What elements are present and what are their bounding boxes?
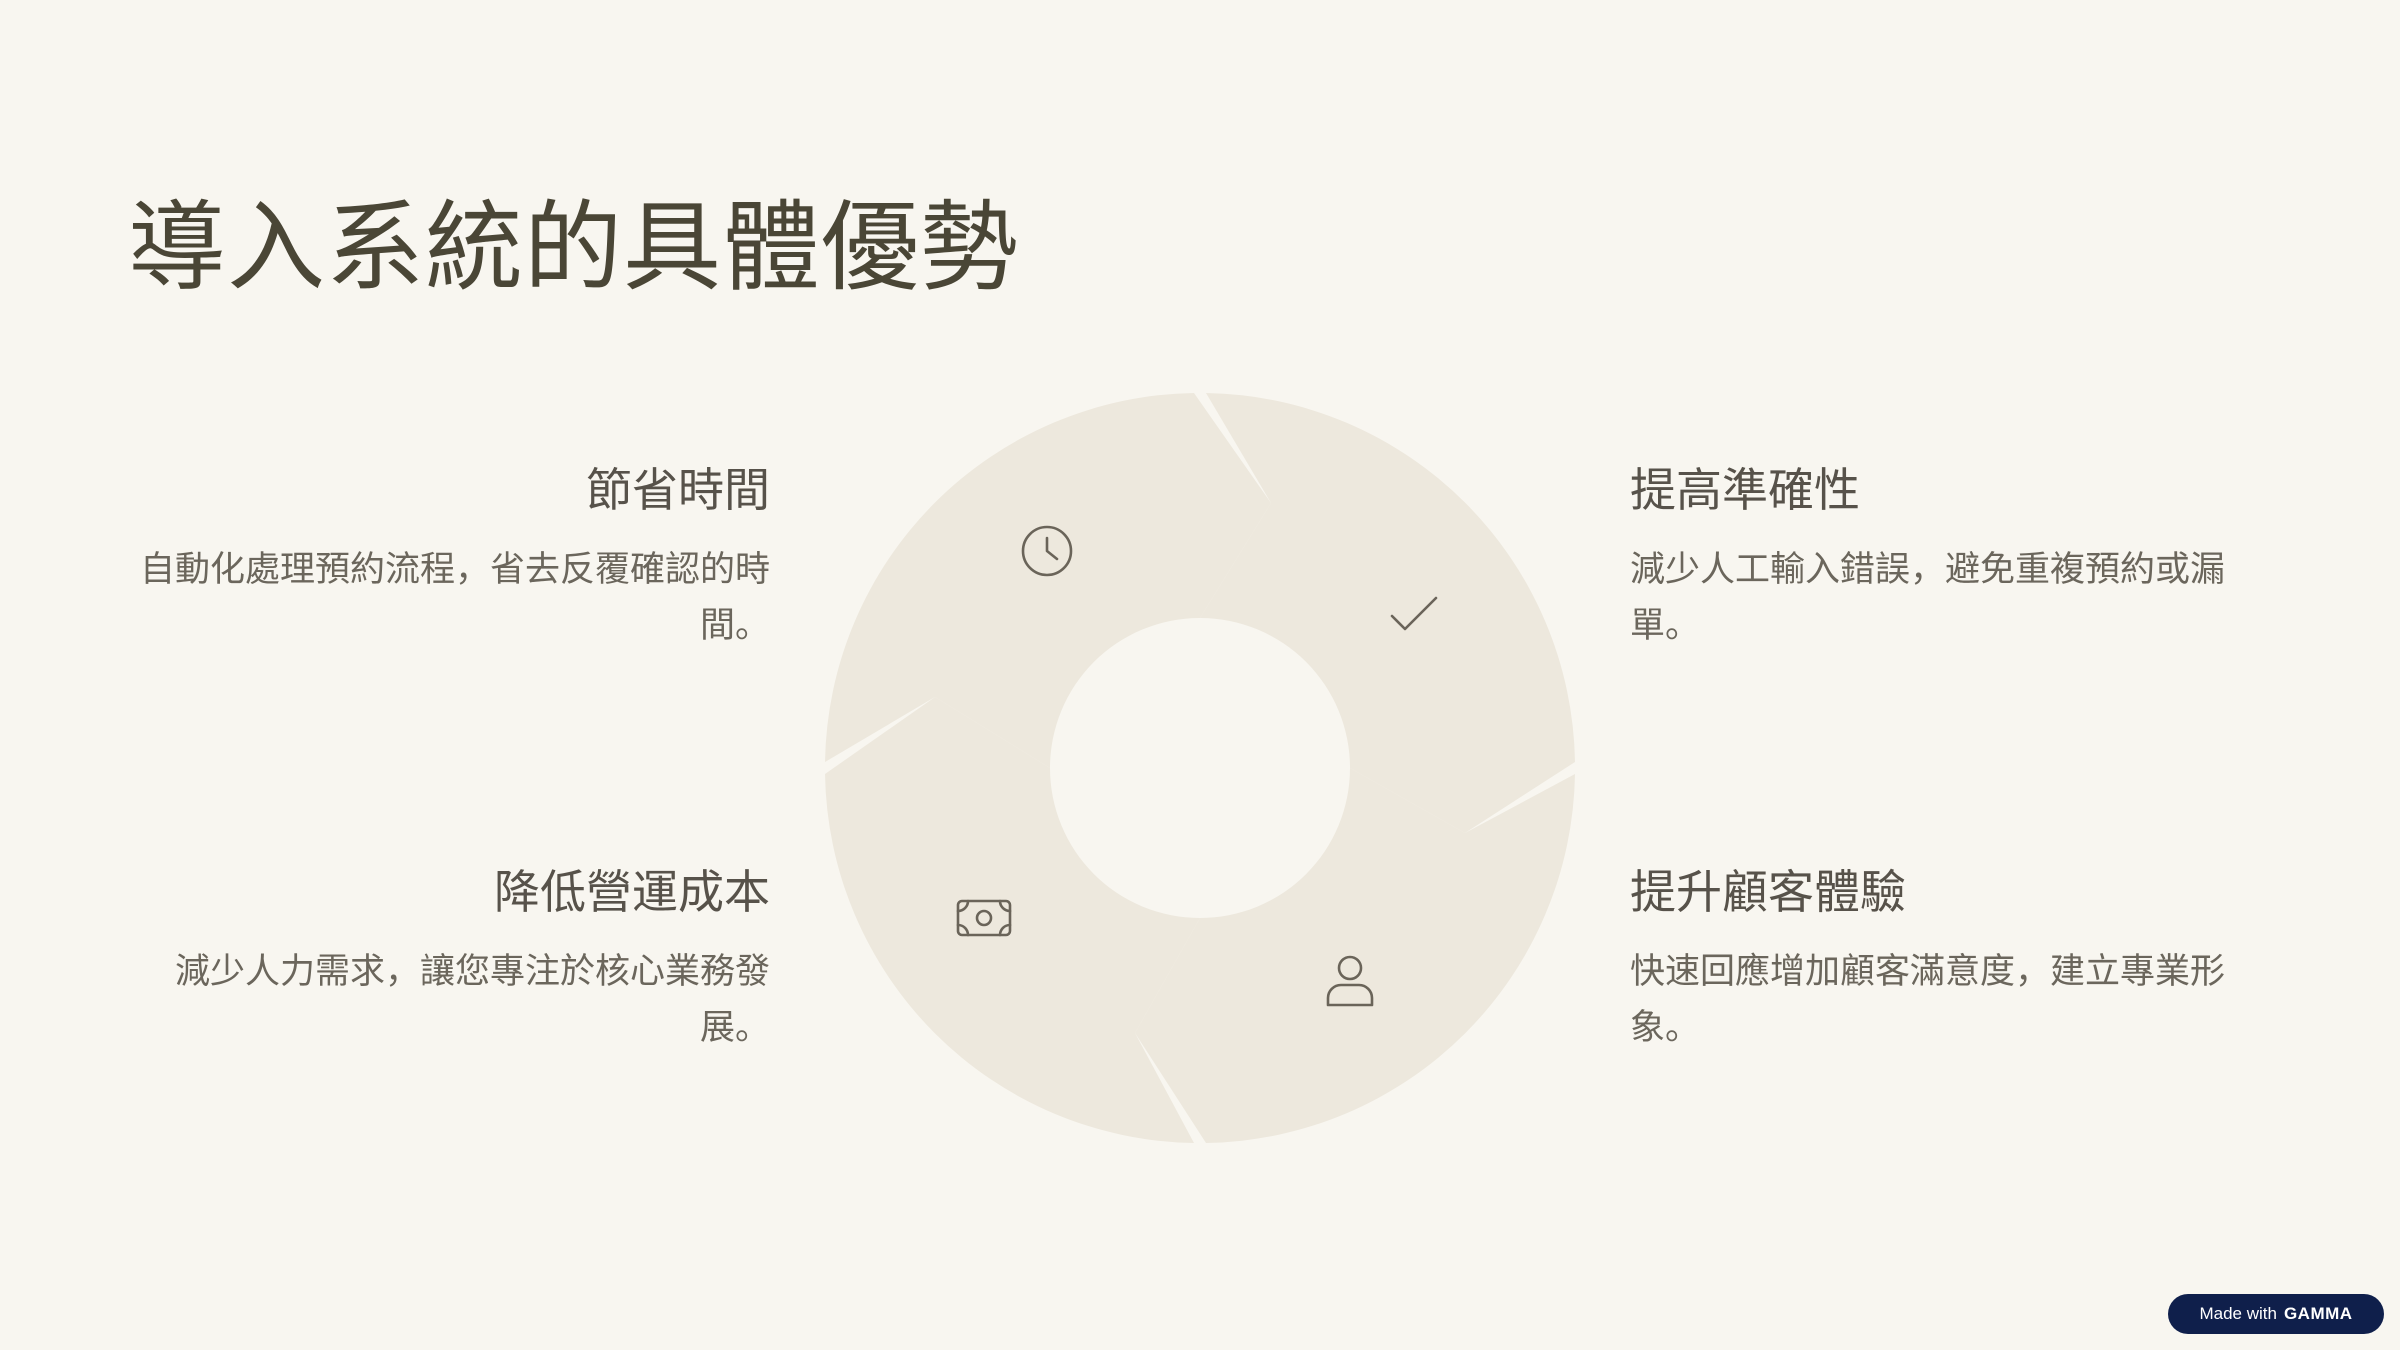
benefit-title: 提高準確性 [1630,463,1860,517]
checkmark-icon [1390,596,1438,631]
benefit-description: 快速回應增加顧客滿意度，建立專業形象。 [1630,951,2226,1048]
cycle-segment-top-right [1200,393,1575,833]
benefit-card-save-time: 節省時間 自動化處理預約流程，省去反覆確認的時間。 [130,462,770,654]
benefit-card-reduce-cost: 降低營運成本 減少人力需求，讓您專注於核心業務發展。 [130,864,770,1056]
badge-prefix: Made with [2199,1304,2277,1323]
cycle-segment-top-left [825,393,1271,768]
benefit-title: 降低營運成本 [494,865,770,919]
gamma-logo-text: GAMMA [2283,1304,2353,1323]
cycle-segment-bottom-left [825,697,1200,1143]
benefit-card-accuracy: 提高準確性 減少人工輸入錯誤，避免重複預約或漏單。 [1630,462,2270,654]
made-with-gamma-badge[interactable]: Made with GAMMA [2168,1294,2384,1334]
clock-icon [1021,525,1073,577]
person-icon [1326,955,1374,1007]
benefit-title: 節省時間 [586,463,770,517]
benefit-title: 提升顧客體驗 [1630,865,1906,919]
money-icon [956,899,1012,937]
benefit-description: 減少人力需求，讓您專注於核心業務發展。 [174,951,770,1048]
cycle-segment-bottom-right [1135,768,1575,1143]
cycle-diagram [825,393,1575,1143]
benefit-card-customer-experience: 提升顧客體驗 快速回應增加顧客滿意度，建立專業形象。 [1630,864,2270,1056]
benefit-description: 自動化處理預約流程，省去反覆確認的時間。 [139,549,770,646]
page-title: 導入系統的具體優勢 [128,191,1020,305]
benefit-description: 減少人工輸入錯誤，避免重複預約或漏單。 [1630,549,2226,646]
